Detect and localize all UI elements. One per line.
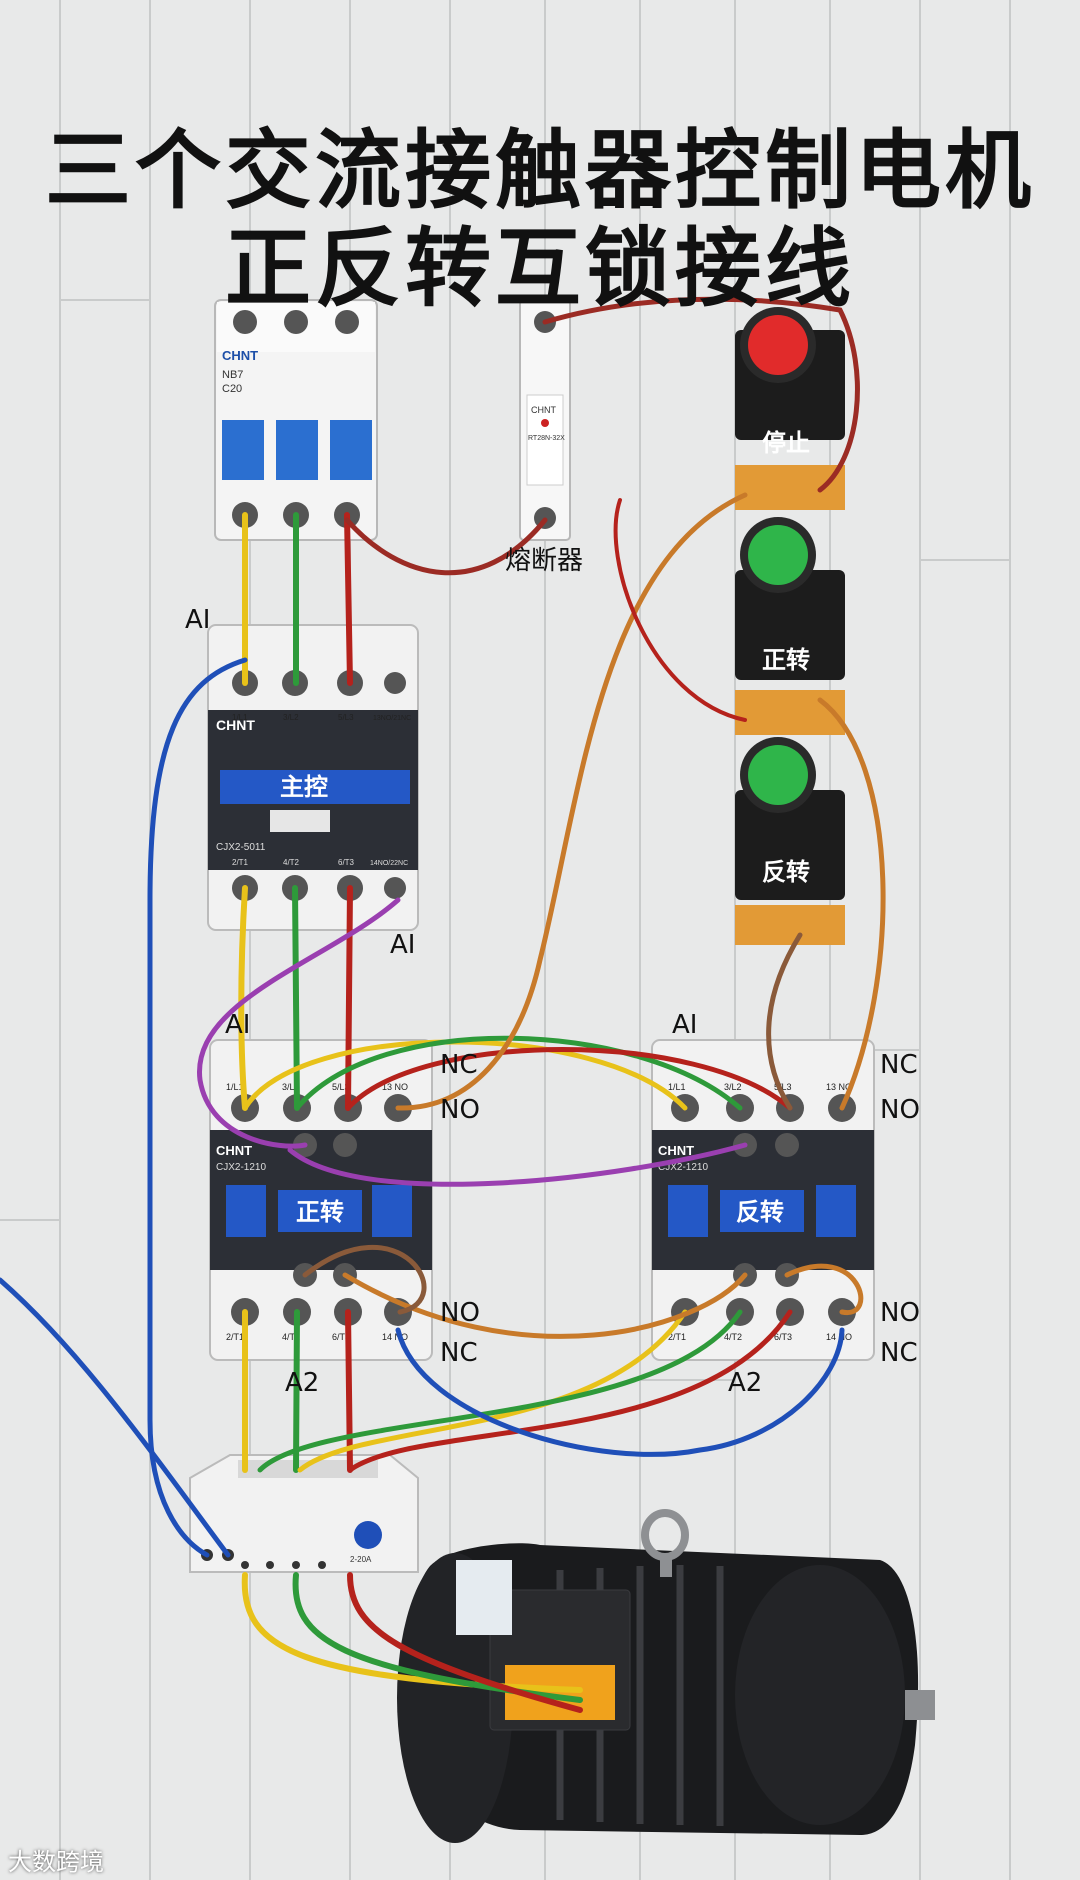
fuse-model: RT28N-32X [528,435,565,442]
protector-range: 2-20A [350,1555,372,1564]
reverse-button[interactable]: 反转 [735,737,845,945]
reverse-top-terminal-2: 3/L2 [724,1082,742,1092]
forward-top-terminal-2: 3/L2 [282,1082,300,1092]
reverse-aux-no-bottom: NO [880,1298,920,1328]
forward-coil-bottom-label: A2 [285,1368,320,1398]
main-contactor-label: 主控 [280,773,328,801]
main-contactor: CHNT 主控 CJX2-5011 1/L1 3/L2 5/L3 13NO/21… [207,624,419,931]
forward-aux-no-bottom: NO [440,1298,480,1328]
main-contactor-brand: CHNT [216,717,255,733]
main-top-terminal-4: 13NO/21NC [373,715,411,722]
reverse-top-terminal-3: 5/L3 [774,1082,792,1092]
forward-bottom-terminal-1: 2/T1 [226,1332,244,1342]
forward-coil-top-label: AI [225,1010,251,1040]
breaker-brand: CHNT [222,348,258,363]
reverse-bottom-terminal-2: 4/T2 [724,1332,742,1342]
forward-contactor-model: CJX2-1210 [216,1162,266,1173]
forward-top-terminal-1: 1/L1 [226,1082,244,1092]
main-bottom-terminal-3: 6/T3 [338,858,355,867]
forward-button-label: 正转 [762,646,810,674]
main-top-terminal-1: 1/L1 [232,713,248,722]
forward-contactor-brand: CHNT [216,1143,252,1158]
fuse-holder: CHNT RT28N-32X [519,299,571,541]
fuse-label: 熔断器 [505,546,584,576]
stop-button[interactable]: 停止 [735,307,845,510]
breaker-ai-label: AI [185,605,211,635]
reverse-top-terminal-1: 1/L1 [668,1082,686,1092]
fuse-brand: CHNT [531,405,556,415]
forward-bottom-terminal-2: 4/T2 [282,1332,300,1342]
title-line-2: 正反转互锁接线 [225,219,855,319]
reverse-contactor-label: 反转 [736,1198,784,1226]
forward-top-terminal-4: 13 NO [382,1082,408,1092]
reverse-aux-nc-top: NC [880,1050,918,1080]
breaker-model: NB7 [222,369,243,381]
reverse-bottom-terminal-1: 2/T1 [668,1332,686,1342]
reverse-bottom-terminal-3: 6/T3 [774,1332,792,1342]
reverse-coil-bottom-label: A2 [728,1368,763,1398]
reverse-contactor: CHNT CJX2-1210 反转 1/L1 3/L2 5/L3 13 NO 2… [651,1039,875,1361]
breaker-rating: C20 [222,383,242,395]
reverse-contactor-model: CJX2-1210 [658,1162,708,1173]
main-bottom-terminal-1: 2/T1 [232,858,249,867]
electric-motor [397,1509,935,1843]
forward-bottom-terminal-4: 14 NO [382,1332,408,1342]
main-bottom-terminal-4: 14NO/22NC [370,860,408,867]
forward-contactor-label: 正转 [296,1198,344,1226]
main-coil-bottom-label: AI [390,930,416,960]
forward-button[interactable]: 正转 [735,517,845,735]
forward-aux-no-top: NO [440,1095,480,1125]
reverse-aux-no-top: NO [880,1095,920,1125]
reverse-coil-top-label: AI [672,1010,698,1040]
forward-aux-nc-top: NC [440,1050,478,1080]
main-bottom-terminal-2: 4/T2 [283,858,300,867]
wires [0,296,886,1713]
main-top-terminal-3: 5/L3 [338,713,354,722]
reverse-contactor-brand: CHNT [658,1143,694,1158]
forward-aux-nc-bottom: NC [440,1338,478,1368]
forward-top-terminal-3: 5/L3 [332,1082,350,1092]
reverse-button-label: 反转 [762,858,810,886]
main-top-terminal-2: 3/L2 [283,713,299,722]
reverse-aux-nc-bottom: NC [880,1338,918,1368]
main-contactor-model: CJX2-5011 [216,842,266,853]
circuit-breaker: CHNT NB7 C20 [214,299,378,541]
forward-bottom-terminal-3: 6/T3 [332,1332,350,1342]
forward-contactor: CHNT CJX2-1210 正转 1/L1 3/L2 5/L3 13 NO 2… [209,1039,433,1361]
watermark: 大数跨境 [8,1848,104,1876]
reverse-top-terminal-4: 13 NO [826,1082,852,1092]
title-line-1: 三个交流接触器控制电机 [45,121,1035,221]
motor-protector: 2-20A [189,1454,419,1573]
stop-button-label: 停止 [762,429,810,457]
